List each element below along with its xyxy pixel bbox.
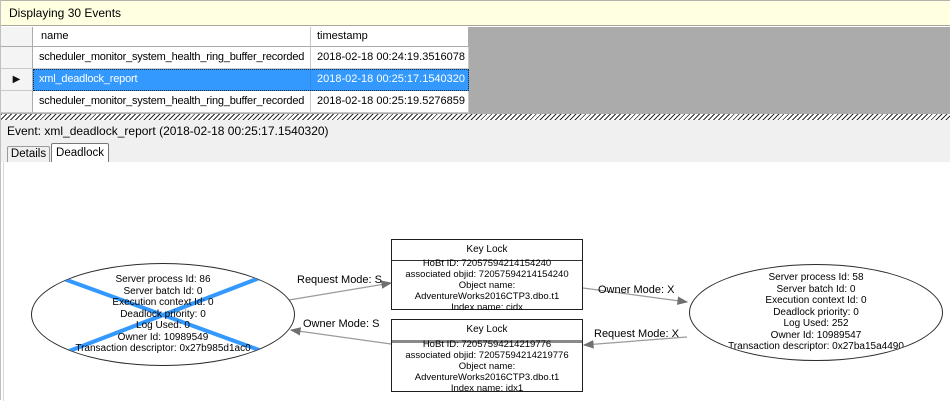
resource-title: Key Lock [392, 320, 582, 343]
table-row[interactable]: scheduler_monitor_system_health_ring_buf… [1, 91, 950, 113]
column-header-name[interactable]: name [33, 27, 311, 47]
row-selector-cell[interactable] [1, 47, 33, 69]
edge-owner-mode-s [289, 327, 392, 345]
edge-label-owner-x: Owner Mode: X [598, 284, 675, 296]
table-row[interactable]: scheduler_monitor_system_health_ring_buf… [1, 47, 950, 69]
resource-details: HoBt ID: 72057594214219776 associated ob… [405, 339, 569, 394]
edge-owner-mode-x [582, 287, 689, 305]
column-header-timestamp[interactable]: timestamp [311, 27, 469, 47]
resource-node-keylock-cidx[interactable]: Key Lock HoBt ID: 72057594214154240 asso… [391, 239, 583, 313]
process-details: Server process Id: 86 Server batch Id: 0… [75, 274, 251, 355]
events-grid: name timestamp scheduler_monitor_system_… [1, 27, 950, 114]
row-selector-cell[interactable] [1, 91, 33, 113]
current-row-arrow-icon: ▶ [12, 73, 21, 85]
edge-label-request-x: Request Mode: X [594, 328, 679, 340]
event-name-cell[interactable]: scheduler_monitor_system_health_ring_buf… [33, 91, 311, 113]
edge-label-request-s: Request Mode: S [297, 274, 382, 286]
tab-deadlock[interactable]: Deadlock [51, 143, 109, 162]
resource-node-keylock-idx1[interactable]: Key Lock HoBt ID: 72057594214219776 asso… [391, 319, 583, 394]
table-row-selected[interactable]: ▶ xml_deadlock_report 2018-02-18 00:25:1… [1, 69, 950, 91]
process-node-victim[interactable]: Server process Id: 86 Server batch Id: 0… [31, 263, 295, 366]
event-timestamp-cell[interactable]: 2018-02-18 00:24:19.3516078 [311, 47, 469, 69]
deadlock-edges-layer [288, 280, 689, 349]
grid-header-row: name timestamp [1, 27, 950, 47]
edge-request-mode-s [288, 280, 393, 301]
resource-title: Key Lock [392, 240, 582, 261]
deadlock-graph-pane: Server process Id: 86 Server batch Id: 0… [1, 162, 950, 401]
row-selector-cell[interactable]: ▶ [1, 69, 33, 91]
process-node-survivor[interactable]: Server process Id: 58 Server batch Id: 0… [689, 264, 943, 361]
grid-corner-cell[interactable] [1, 27, 33, 47]
edge-label-owner-s: Owner Mode: S [303, 318, 380, 330]
process-details: Server process Id: 58 Server batch Id: 0… [728, 272, 904, 353]
pane-left-border [3, 162, 4, 401]
resource-details: HoBt ID: 72057594214154240 associated ob… [405, 257, 569, 313]
event-summary-bar: Event: xml_deadlock_report (2018-02-18 0… [1, 120, 950, 143]
edge-request-mode-x [582, 336, 688, 349]
displaying-events-bar: Displaying 30 Events [1, 1, 950, 26]
event-timestamp-cell[interactable]: 2018-02-18 00:25:19.5276859 [311, 91, 469, 113]
tab-details[interactable]: Details [7, 146, 50, 162]
event-timestamp-cell[interactable]: 2018-02-18 00:25:17.1540320 [311, 69, 469, 91]
event-name-cell[interactable]: xml_deadlock_report [33, 69, 311, 91]
grid-splitter[interactable] [1, 114, 950, 120]
tab-strip: Details Deadlock [1, 143, 950, 162]
event-name-cell[interactable]: scheduler_monitor_system_health_ring_buf… [33, 47, 311, 69]
